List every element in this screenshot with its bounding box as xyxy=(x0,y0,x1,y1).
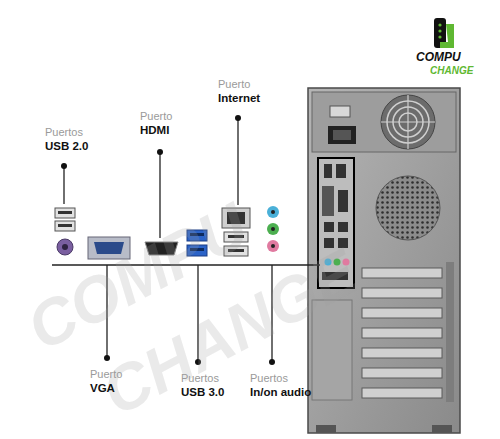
callout-label: HDMI xyxy=(140,124,169,137)
callout-label: In/on audio xyxy=(250,386,311,399)
pc-tower-part xyxy=(324,164,332,178)
pc-tower-part xyxy=(338,190,348,212)
callout-label: VGA xyxy=(90,382,115,395)
rear-ports-part xyxy=(57,239,73,255)
pc-tower-part xyxy=(407,95,408,149)
leader-lines-part xyxy=(237,118,238,205)
callout-label: Puertos xyxy=(250,372,288,385)
leader-lines-part xyxy=(157,149,163,155)
pc-tower-part-part xyxy=(362,348,442,358)
rear-ports-part xyxy=(58,224,72,227)
pc-tower-part-part xyxy=(362,328,442,338)
pc-tower-part xyxy=(336,164,346,178)
pc-tower-part xyxy=(376,176,440,240)
rear-ports-part xyxy=(267,206,279,218)
rear-ports-part xyxy=(271,227,275,231)
rear-ports-part xyxy=(58,211,72,214)
callout-label: Puertos xyxy=(45,126,83,139)
logo-text: CHANGE xyxy=(430,64,473,77)
pc-tower-part-part xyxy=(362,268,442,278)
rear-ports-part xyxy=(267,240,279,252)
rear-ports-part xyxy=(271,244,275,248)
pc-tower-part xyxy=(381,95,435,149)
pc-tower-part xyxy=(446,262,454,402)
callout-label: Puerto xyxy=(90,368,122,381)
callout-label: USB 2.0 xyxy=(45,140,88,153)
leader-lines-part xyxy=(269,359,275,365)
callout-label: USB 3.0 xyxy=(181,386,224,399)
pc-tower-part xyxy=(362,268,442,398)
logo-icon xyxy=(434,18,454,48)
rear-ports-part xyxy=(55,221,75,231)
rear-ports-part xyxy=(62,244,68,250)
callout-label: Puerto xyxy=(218,78,250,91)
callout-label: Puertos xyxy=(181,372,219,385)
rear-ports-part xyxy=(55,208,75,218)
leader-lines-part xyxy=(61,163,67,169)
pc-tower-part xyxy=(330,106,350,117)
pc-tower-part-part xyxy=(362,368,442,378)
pc-tower-part xyxy=(322,186,334,216)
logo-icon-part xyxy=(438,29,441,32)
logo-icon-part xyxy=(440,24,454,48)
pc-tower-part xyxy=(316,425,336,433)
pc-tower-part xyxy=(324,222,334,232)
pc-tower-part-part xyxy=(362,388,442,398)
rear-ports-part xyxy=(267,223,279,235)
logo-icon-part xyxy=(438,35,441,38)
pc-tower-part xyxy=(333,130,351,140)
leader-lines-part xyxy=(63,166,64,204)
logo-text: COMPU xyxy=(416,51,461,64)
callout-label: Puerto xyxy=(140,110,172,123)
pc-tower-part xyxy=(328,126,356,144)
pc-tower-part xyxy=(312,92,456,152)
pc-tower-part xyxy=(432,425,452,433)
pc-tower-part-part xyxy=(362,308,442,318)
leader-lines-part xyxy=(235,115,241,121)
callout-label: Internet xyxy=(218,92,260,105)
pc-tower-part xyxy=(338,222,348,232)
rear-ports-part xyxy=(271,210,275,214)
pc-tower-part-part xyxy=(362,288,442,298)
logo-icon-part xyxy=(438,23,441,26)
